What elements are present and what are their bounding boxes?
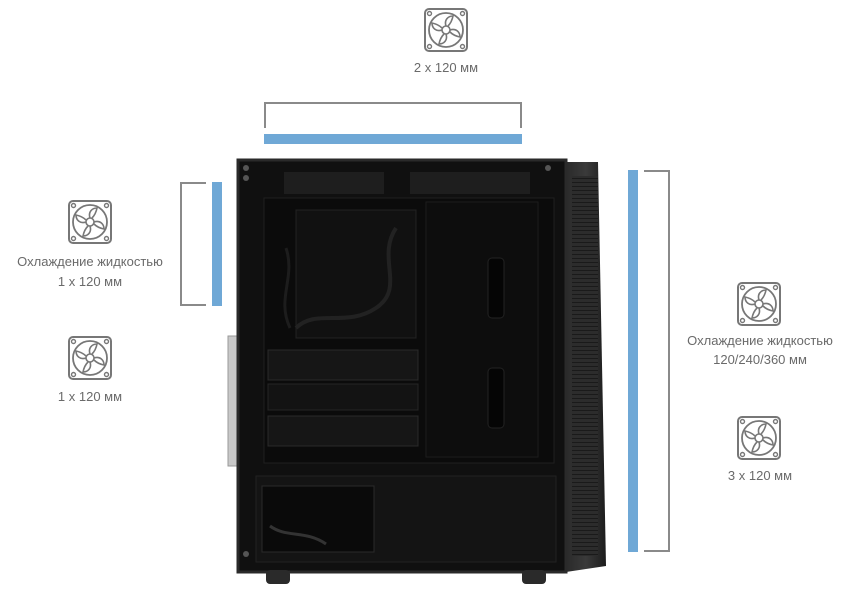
left-bracket — [180, 182, 206, 306]
top-bracket — [264, 102, 522, 128]
right-liquid-label-line2: 120/240/360 мм — [713, 352, 807, 367]
left-liquid-fan-icon — [68, 200, 112, 244]
pc-case-image — [226, 158, 612, 590]
top-fan-label: 2 x 120 мм — [413, 60, 479, 75]
top-accent-bar — [264, 134, 522, 144]
left-fan-label: 1 x 120 мм — [57, 389, 123, 404]
right-liquid-fan-icon — [737, 282, 781, 326]
left-liquid-label-line1: Охлаждение жидкостью — [17, 254, 163, 269]
left-fan-icon — [68, 336, 112, 380]
left-liquid-label-line2: 1 x 120 мм — [57, 274, 123, 289]
left-accent-bar — [212, 182, 222, 306]
top-fan-icon — [424, 8, 468, 52]
right-liquid-label-line1: Охлаждение жидкостью — [687, 333, 833, 348]
right-fan-icon — [737, 416, 781, 460]
right-bracket — [644, 170, 670, 552]
right-accent-bar — [628, 170, 638, 552]
right-fan-label: 3 x 120 мм — [727, 468, 793, 483]
